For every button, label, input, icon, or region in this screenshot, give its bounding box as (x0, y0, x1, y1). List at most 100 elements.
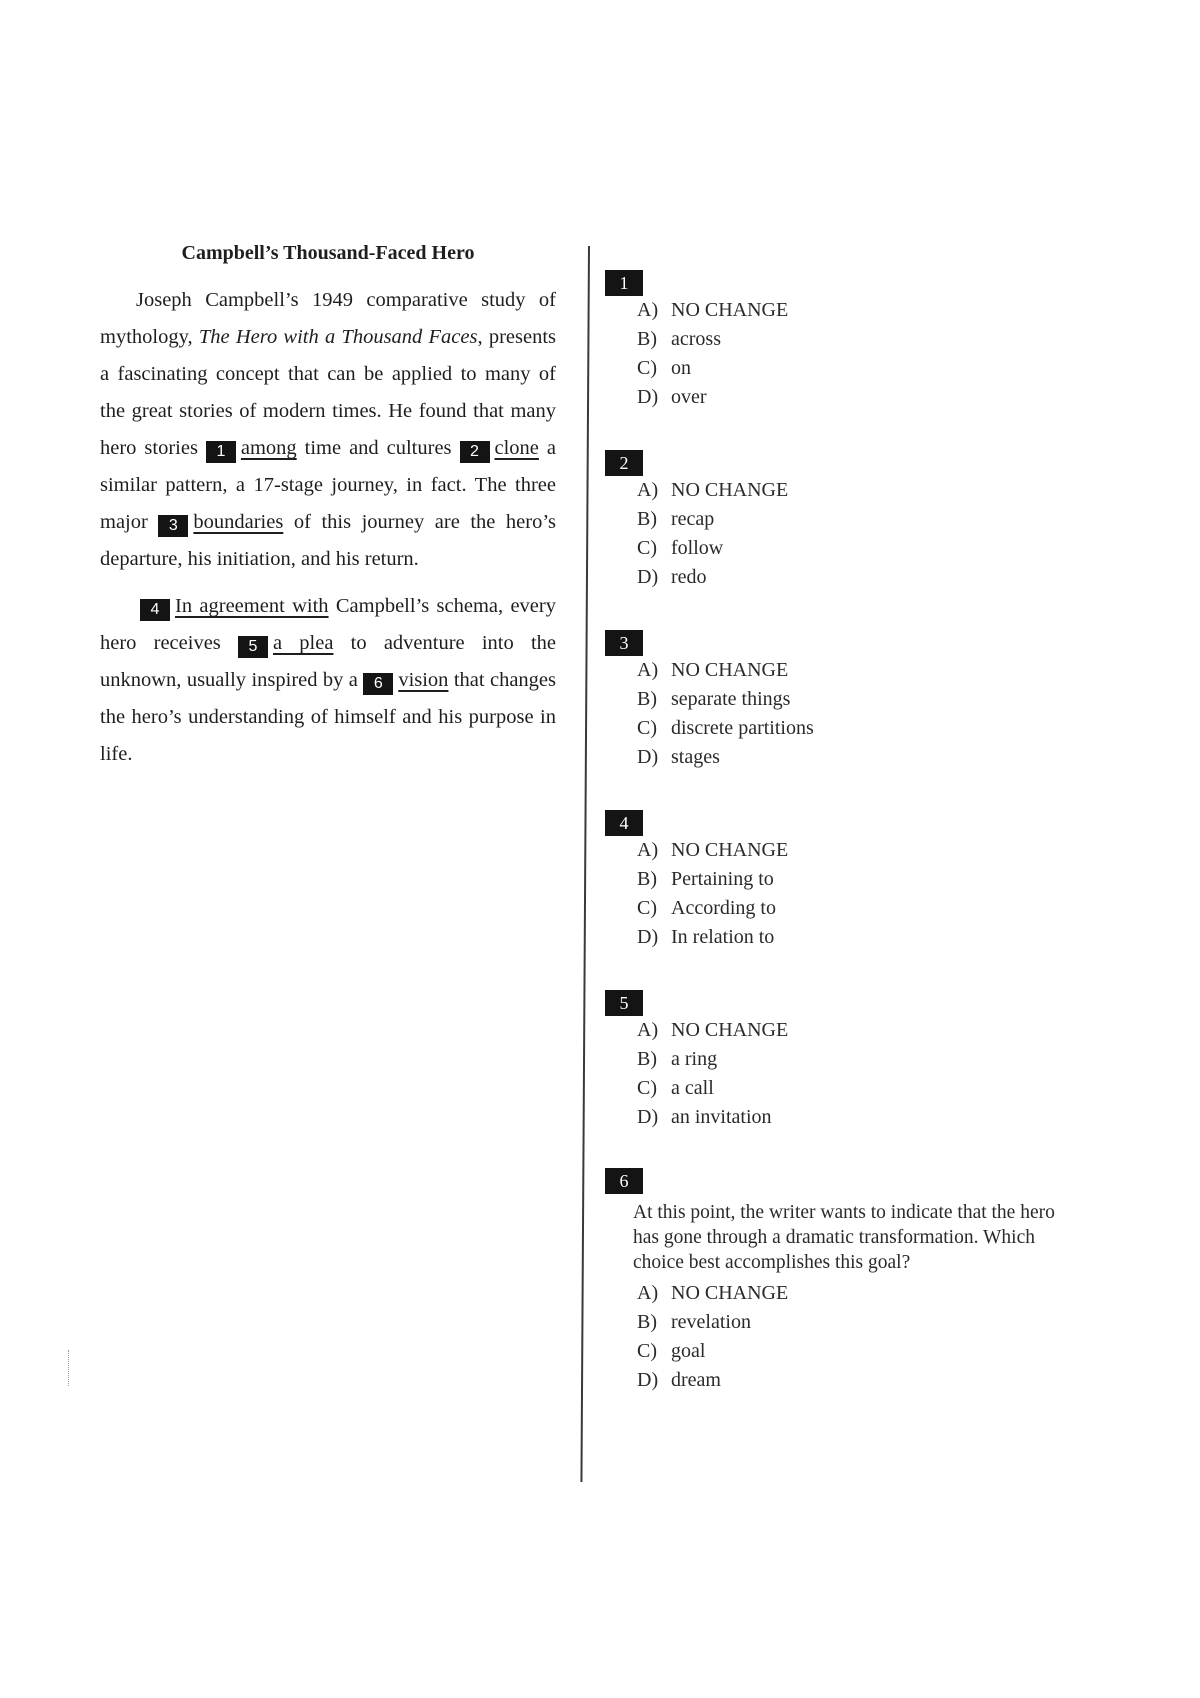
choice-letter: D) (637, 386, 659, 408)
question-3: 3 A)NO CHANGE B)separate things C)discre… (605, 630, 1075, 772)
passage-text: that changes the hero’s understanding of… (100, 669, 557, 765)
choice-letter: A) (637, 1282, 659, 1304)
passage-text: of this journey are the hero’s departure… (100, 511, 556, 570)
question-number: 2 (605, 450, 643, 476)
choice-text: follow (671, 537, 724, 559)
choice-letter: A) (637, 659, 659, 681)
scan-speck (68, 1350, 71, 1386)
choice-text: on (671, 357, 691, 379)
choice-c[interactable]: C)According to (637, 894, 1075, 923)
question-6: 6 At this point, the writer wants to ind… (605, 1168, 1075, 1395)
choice-letter: C) (637, 897, 657, 919)
question-marker-5[interactable]: 5 (238, 636, 268, 658)
choice-d[interactable]: D) redo (637, 563, 1075, 592)
choice-text: NO CHANGE (671, 1019, 789, 1041)
choice-d[interactable]: D)over (637, 383, 1075, 412)
choice-c[interactable]: C)discrete partitions (637, 714, 1075, 743)
choice-letter: B) (637, 508, 657, 530)
underlined-portion-5[interactable]: a plea (273, 632, 334, 654)
choice-a[interactable]: A) NO CHANGE (637, 1279, 1075, 1308)
choice-text: goal (671, 1340, 706, 1362)
question-number: 1 (605, 270, 643, 296)
choice-list: A) NO CHANGE B) Pertaining to C)According … (605, 836, 1075, 952)
underlined-portion-3[interactable]: boundaries (193, 511, 284, 533)
choice-letter: D) (637, 926, 659, 948)
choice-d[interactable]: D) an invitation (637, 1103, 1075, 1132)
question-2: 2 A)NO CHANGE B)recap C)follow D) redo (605, 450, 1075, 592)
choice-letter: B) (637, 1311, 657, 1333)
choice-text: NO CHANGE (671, 299, 789, 321)
choice-letter: D) (637, 1369, 659, 1391)
choice-a[interactable]: A) NO CHANGE (637, 656, 1075, 685)
choice-text: separate things (671, 688, 791, 710)
question-number: 5 (605, 990, 643, 1016)
underlined-portion-6[interactable]: vision (398, 669, 449, 691)
choice-letter: D) (637, 746, 659, 768)
choice-d[interactable]: D) In relation to (637, 923, 1075, 952)
choice-letter: C) (637, 357, 657, 379)
choice-list: A) NO CHANGE B)revelation C) goal D)dream (605, 1279, 1075, 1395)
choice-a[interactable]: A)NO CHANGE (637, 476, 1075, 505)
choice-c[interactable]: C) goal (637, 1337, 1075, 1366)
choice-b[interactable]: B) across (637, 325, 1075, 354)
question-number: 6 (605, 1168, 643, 1194)
choice-list: A) NO CHANGE B) separate things C)discrete… (605, 656, 1075, 772)
choice-text: discrete partitions (671, 717, 814, 739)
choice-text: a ring (671, 1048, 718, 1070)
question-prompt: At this point, the writer wants to indic… (633, 1202, 1055, 1273)
choice-list: A) NO CHANGE B) a ring C) a call D) an invit… (605, 1016, 1075, 1132)
choice-b[interactable]: B)recap (637, 505, 1075, 534)
choice-c[interactable]: C) on (637, 354, 1075, 383)
column-divider (580, 246, 590, 1482)
question-marker-4[interactable]: 4 (140, 599, 170, 621)
choice-letter: B) (637, 868, 657, 890)
choice-letter: D) (637, 1106, 659, 1128)
choice-text: NO CHANGE (671, 659, 789, 681)
passage-text: Campbell’s schema, every hero receives (100, 595, 556, 654)
choice-list: A)NO CHANGE B) across C) on D)over (605, 296, 1075, 412)
question-5: 5 A) NO CHANGE B) a ring C) a call D) an inv… (605, 990, 1075, 1132)
choice-c[interactable]: C)follow (637, 534, 1075, 563)
choice-text: NO CHANGE (671, 839, 789, 861)
passage-text: time and cultures (296, 437, 460, 459)
choice-letter: D) (637, 566, 659, 588)
underlined-portion-2[interactable]: clone (494, 437, 539, 459)
choice-b[interactable]: B) separate things (637, 685, 1075, 714)
choice-text: In relation to (671, 926, 775, 948)
choice-text: NO CHANGE (671, 1282, 789, 1304)
passage: Campbell’s Thousand-Faced Hero Joseph Ca… (100, 240, 556, 783)
choice-c[interactable]: C) a call (637, 1074, 1075, 1103)
question-marker-2[interactable]: 2 (459, 441, 490, 463)
choice-d[interactable]: D)dream (637, 1366, 1075, 1395)
underlined-portion-4[interactable]: In agreement with (175, 595, 329, 617)
passage-text: a similar pattern, a 17-stage journey, i… (100, 437, 556, 533)
passage-title: Campbell’s Thousand-Faced Hero (181, 242, 475, 264)
book-title: The Hero with a Thousand Faces (198, 326, 478, 348)
choice-text: across (671, 328, 721, 350)
passage-text: to adventure into the unknown, usually i… (100, 632, 556, 691)
question-marker-3[interactable]: 3 (158, 515, 189, 537)
choice-letter: B) (637, 328, 657, 350)
choice-letter: B) (637, 1048, 657, 1070)
choice-a[interactable]: A)NO CHANGE (637, 296, 1075, 325)
choice-text: an invitation (671, 1106, 772, 1128)
choice-letter: B) (637, 688, 657, 710)
question-marker-6[interactable]: 6 (363, 673, 394, 695)
choice-text: redo (671, 566, 707, 588)
choice-b[interactable]: B) Pertaining to (637, 865, 1075, 894)
choice-text: a call (671, 1077, 714, 1099)
question-marker-1[interactable]: 1 (205, 441, 236, 463)
choice-b[interactable]: B)revelation (637, 1308, 1075, 1337)
choice-b[interactable]: B) a ring (637, 1045, 1075, 1074)
choice-letter: C) (637, 1340, 657, 1362)
question-number: 4 (605, 810, 643, 836)
underlined-portion-1[interactable]: among (240, 437, 297, 459)
choice-d[interactable]: D)stages (637, 743, 1075, 772)
choice-list: A)NO CHANGE B)recap C)follow D) redo (605, 476, 1075, 592)
choice-letter: A) (637, 1019, 659, 1041)
choice-text: Pertaining to (671, 868, 774, 890)
choice-a[interactable]: A) NO CHANGE (637, 836, 1075, 865)
choice-letter: A) (637, 839, 659, 861)
choice-letter: C) (637, 1077, 657, 1099)
choice-a[interactable]: A) NO CHANGE (637, 1016, 1075, 1045)
